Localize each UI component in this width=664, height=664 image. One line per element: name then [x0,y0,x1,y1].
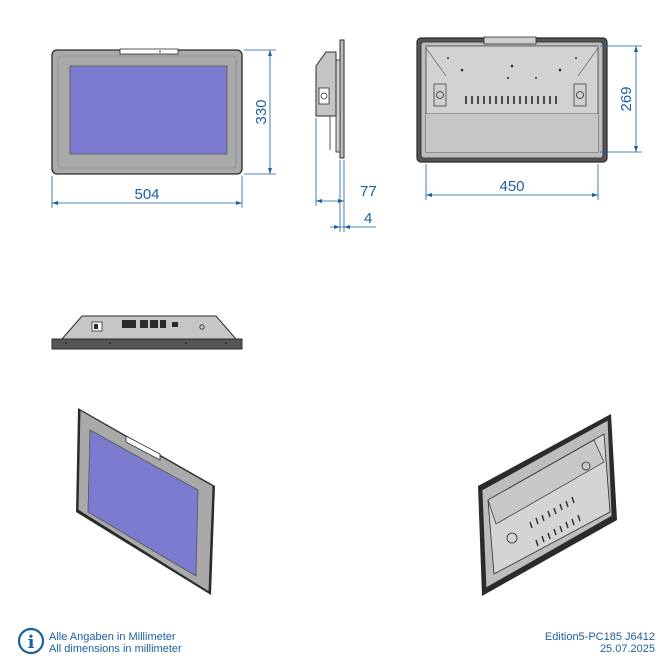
front-screen [69,65,228,155]
front-view: 504 330 [51,48,276,208]
dim-back-width: 450 [499,178,524,195]
footer-note-de: Alle Angaben in Millimeter [49,631,176,643]
info-icon: i [17,627,45,655]
isometric-front [76,408,215,595]
side-view: 77 4 [315,39,377,232]
bottom-view [51,315,243,350]
footer-edition: Edition5-PC185 J6412 [545,631,655,643]
footer-date: 25.07.2025 [600,643,655,655]
dim-front-height: 330 [253,99,270,124]
back-view: 450 269 [416,36,642,200]
footer-note-en: All dimensions in millimeter [49,643,182,655]
svg-text:i: i [28,632,35,653]
dim-side-bezel: 4 [364,210,372,227]
dim-back-height: 269 [618,86,635,111]
dim-side-depth: 77 [360,183,377,200]
front-tab [119,48,179,55]
iso-front-screen [87,429,199,577]
isometric-back [478,414,617,596]
dim-front-width: 504 [134,186,159,203]
